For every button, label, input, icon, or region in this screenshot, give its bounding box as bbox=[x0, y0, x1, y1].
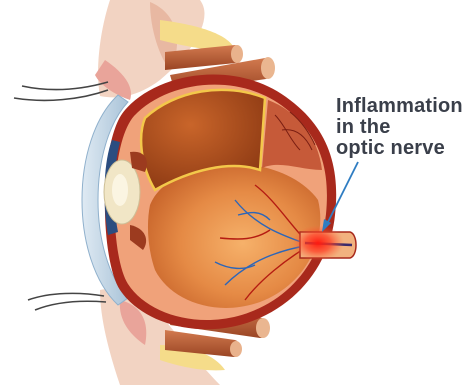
inflammation-callout-label: Inflammation in the optic nerve bbox=[336, 96, 472, 159]
callout-line-2: in the bbox=[336, 117, 472, 138]
callout-line-3: optic nerve bbox=[336, 138, 472, 159]
callout-line-1: Inflammation bbox=[336, 96, 472, 117]
inflammation-glow bbox=[292, 225, 344, 261]
